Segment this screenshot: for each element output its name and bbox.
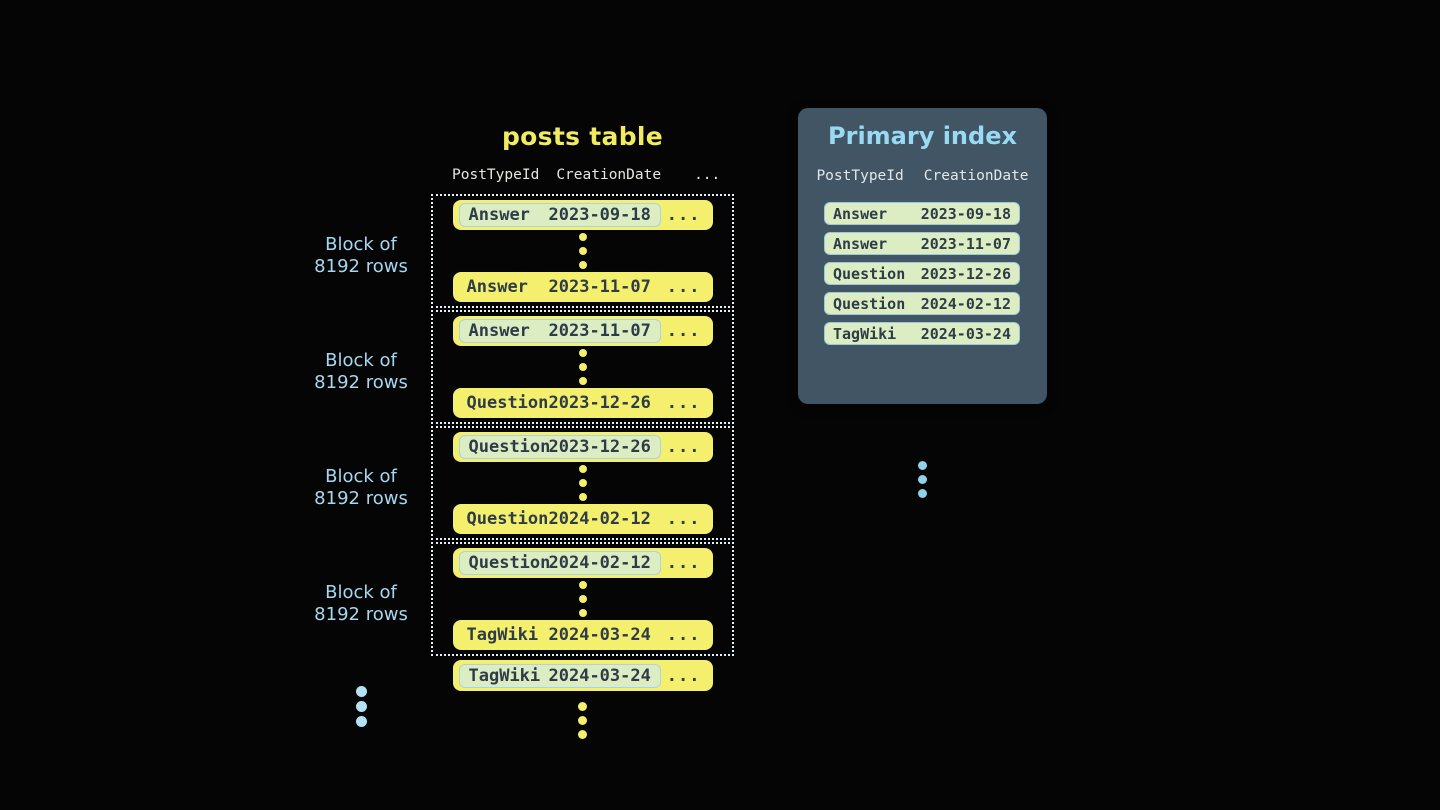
dot	[578, 261, 587, 269]
dot	[355, 701, 367, 712]
row-more-ellipsis: ...	[666, 665, 701, 686]
dot	[578, 377, 587, 385]
dot	[578, 581, 587, 589]
dot	[578, 349, 587, 357]
row-more-ellipsis: ...	[666, 625, 701, 645]
rows-ellipsis-dots	[578, 462, 587, 504]
block-label-1: Block of 8192 rows	[314, 234, 408, 277]
index-entry: Question 2023-12-26	[824, 262, 1020, 285]
posts-table-blocks: Answer 2023-09-18 ... Answer 2023-11-07 …	[431, 194, 734, 658]
dot	[578, 479, 587, 487]
dot	[578, 715, 587, 725]
indexed-row-highlight: Answer 2023-09-18	[458, 203, 661, 227]
more-index-entries-ellipsis-dots	[798, 458, 1047, 500]
more-blocks-ellipsis-dots	[300, 684, 422, 729]
primary-index-panel: Primary index PostTypeId CreationDate An…	[798, 108, 1047, 498]
dot	[918, 474, 927, 484]
more-rows-ellipsis-dots	[578, 699, 587, 741]
dot	[578, 465, 587, 473]
dot	[578, 493, 587, 501]
table-row: Answer 2023-11-07 ...	[452, 272, 713, 302]
row-more-ellipsis: ...	[666, 277, 701, 297]
table-row: TagWiki 2024-03-24 ...	[452, 660, 713, 691]
block-label-3: Block of 8192 rows	[314, 466, 408, 509]
rows-ellipsis-dots	[578, 578, 587, 620]
table-row: Answer 2023-11-07 ...	[452, 316, 713, 346]
block-3: Question 2023-12-26 ... Question 2024-02…	[431, 426, 734, 540]
indexed-row-highlight: Question 2024-02-12	[458, 551, 661, 575]
column-posttypeid: PostTypeId	[452, 167, 540, 183]
dot	[578, 701, 587, 711]
block-2: Answer 2023-11-07 ... Question 2023-12-2…	[431, 310, 734, 424]
index-entry: TagWiki 2024-03-24	[824, 322, 1020, 345]
dot	[578, 729, 587, 739]
table-row: Question 2023-12-26 ...	[452, 388, 713, 418]
primary-index-column-headers: PostTypeId CreationDate	[798, 168, 1047, 184]
table-row: TagWiki 2024-03-24 ...	[452, 620, 713, 650]
row-more-ellipsis: ...	[666, 205, 701, 225]
row-more-ellipsis: ...	[666, 393, 701, 413]
dot	[578, 233, 587, 241]
column-creationdate: CreationDate	[556, 167, 662, 183]
indexed-row-highlight: Answer 2023-11-07	[458, 319, 661, 343]
primary-index-title: Primary index	[828, 122, 1017, 150]
dot	[578, 595, 587, 603]
table-row: Question 2023-12-26 ...	[452, 432, 713, 462]
dot	[918, 460, 927, 470]
rows-ellipsis-dots	[578, 346, 587, 388]
table-row: Answer 2023-09-18 ...	[452, 200, 713, 230]
index-entry: Answer 2023-09-18	[824, 202, 1020, 225]
row-more-ellipsis: ...	[666, 321, 701, 341]
dot	[918, 488, 927, 498]
indexed-row-highlight: Question 2023-12-26	[458, 435, 661, 459]
block-4: Question 2024-02-12 ... TagWiki 2024-03-…	[431, 542, 734, 656]
row-more-ellipsis: ...	[666, 553, 701, 573]
row-more-ellipsis: ...	[666, 437, 701, 457]
index-entry: Question 2024-02-12	[824, 292, 1020, 315]
column-more-ellipsis: ...	[694, 167, 721, 183]
primary-index-rows: Answer 2023-09-18 Answer 2023-11-07 Ques…	[824, 202, 1020, 352]
column-posttypeid: PostTypeId	[816, 168, 904, 184]
block-label-2: Block of 8192 rows	[314, 350, 408, 393]
column-creationdate: CreationDate	[923, 168, 1029, 184]
row-more-ellipsis: ...	[666, 509, 701, 529]
indexed-row-highlight: TagWiki 2024-03-24	[458, 663, 661, 688]
dot	[578, 247, 587, 255]
block-1: Answer 2023-09-18 ... Answer 2023-11-07 …	[431, 194, 734, 308]
dot	[578, 363, 587, 371]
posts-table-column-headers: PostTypeId CreationDate ...	[452, 167, 720, 183]
index-entry: Answer 2023-11-07	[824, 232, 1020, 255]
next-block-start: TagWiki 2024-03-24 ...	[431, 660, 734, 741]
block-label-4: Block of 8192 rows	[314, 582, 408, 625]
table-row: Question 2024-02-12 ...	[452, 548, 713, 578]
rows-ellipsis-dots	[578, 230, 587, 272]
table-row: Question 2024-02-12 ...	[452, 504, 713, 534]
dot	[578, 609, 587, 617]
dot	[355, 716, 367, 727]
dot	[355, 686, 367, 697]
posts-table-title: posts table	[501, 122, 664, 151]
